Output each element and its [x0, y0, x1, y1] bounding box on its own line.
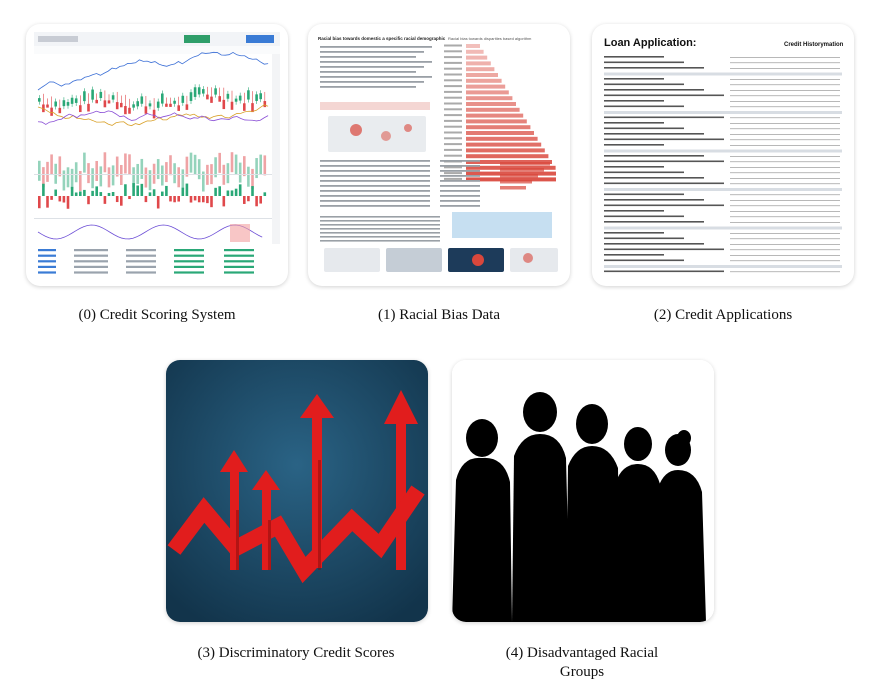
caption-discriminatory-credit-scores: (3) Discriminatory Credit Scores [197, 645, 395, 661]
loan-history-title: Credit Historymation [784, 42, 844, 48]
loan-form-thumbnail: Loan Application: Credit Historymation [600, 32, 846, 278]
panel-discriminatory-credit-scores [166, 360, 428, 622]
panel-racial-bias-data: Racial bias towards domestic a specific … [308, 24, 570, 286]
bias-title: Racial bias towards domestic a specific … [318, 36, 446, 41]
panel-credit-scoring-system [26, 24, 288, 286]
caption-disadvantaged-racial-groups: (4) Disadvantaged Racial Groups [505, 645, 659, 680]
caption-credit-applications: (2) Credit Applications [653, 307, 793, 323]
silhouettes-image [452, 360, 714, 622]
bias-subtitle: Racial bias towards disparities based al… [448, 36, 532, 41]
red-arrows-image [166, 360, 428, 622]
panel-credit-applications: Loan Application: Credit Historymation [592, 24, 854, 286]
infographic-thumbnail: Racial bias towards domestic a specific … [316, 32, 562, 278]
panel-disadvantaged-racial-groups [452, 360, 714, 622]
loan-title: Loan Application: [604, 37, 696, 49]
caption-racial-bias-data: (1) Racial Bias Data [377, 307, 501, 323]
caption-credit-scoring-system: (0) Credit Scoring System [78, 307, 236, 323]
trading-chart-thumbnail [34, 32, 280, 278]
